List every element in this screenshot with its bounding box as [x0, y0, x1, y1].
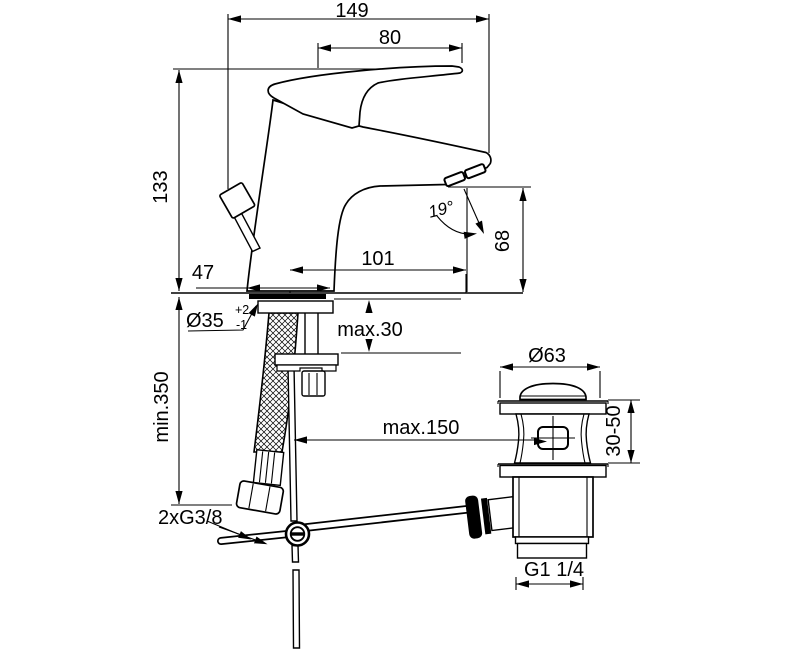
dim-label-outlet-height: 68 [492, 230, 514, 252]
hose-nut [235, 480, 285, 515]
dim-spout-reach: 101 [290, 248, 466, 274]
dim-waste-thread: G1 1/4 [515, 559, 584, 590]
dim-label-max-deck-thickness: max.30 [337, 319, 403, 341]
dim-label-max-rod-offset: max.150 [383, 417, 460, 439]
faucet-body [219, 65, 492, 292]
mounting-hardware [274, 313, 339, 397]
pivot-joint [284, 521, 311, 547]
base-gasket [249, 294, 326, 299]
dim-label-height: 133 [150, 170, 172, 203]
rear-rod-fill [218, 531, 291, 544]
dim-outlet-height: 68 [492, 188, 527, 292]
pop-up-rod [287, 365, 301, 649]
dim-label-base-width: 47 [192, 262, 214, 284]
pop-up-knob [219, 182, 261, 253]
dim-clamp-range: 30-50 [603, 399, 640, 464]
actuator-rod-fill [303, 506, 473, 530]
dim-stream-angle: 19° [426, 188, 484, 239]
ball-joint-socket [465, 495, 519, 539]
waste-upper-body [513, 413, 592, 464]
supply-hose [235, 312, 299, 515]
hose-collar [252, 448, 285, 487]
dim-height: 133 [150, 70, 183, 291]
waste-top-flange [497, 400, 609, 415]
clamp-strip [276, 364, 337, 372]
shank-flange [257, 300, 334, 314]
dim-label-hole-tol-minus: -1 [236, 318, 247, 332]
dim-base-width: 47 [192, 262, 330, 292]
dim-label-min-hose-clearance: min.350 [151, 371, 173, 442]
waste-tailpiece [514, 536, 590, 559]
mounting-washer [274, 353, 339, 366]
dim-max-rod-offset: max.150 [294, 417, 547, 446]
dim-waste-cap-diameter: Ø63 [499, 345, 601, 398]
dim-label-waste-cap-diameter: Ø63 [528, 345, 566, 367]
dim-overall-depth: 149 [228, 0, 489, 23]
dim-label-spout-reach: 101 [361, 248, 394, 270]
dim-label-overall-depth: 149 [335, 0, 368, 22]
dim-handle-length: 80 [318, 27, 462, 52]
dim-supply-thread: 2xG3/8 [158, 507, 268, 545]
dim-label-clamp-range: 30-50 [603, 405, 625, 456]
dim-label-supply-thread: 2xG3/8 [158, 507, 222, 529]
aerator [443, 163, 487, 188]
dim-label-waste-thread: G1 1/4 [524, 559, 584, 581]
pop-up-linkage [217, 495, 519, 547]
waste-plug [519, 382, 587, 401]
dim-label-hole-tol-plus: +2 [235, 303, 249, 317]
dim-label-stream-angle: 19° [426, 197, 456, 222]
dim-max-deck-thickness: max.30 [337, 300, 461, 354]
waste-lower-body [512, 476, 594, 538]
dim-mounting-hole: Ø35 +2 -1 [186, 303, 258, 332]
dim-label-mounting-hole: Ø35 [186, 310, 224, 332]
dim-label-handle-length: 80 [379, 27, 401, 49]
mounting-nut [301, 370, 326, 397]
waste-assembly [497, 382, 609, 559]
lever-handle [267, 65, 464, 129]
dim-min-hose-clearance: min.350 [151, 297, 232, 506]
waste-bottom-flange [497, 463, 609, 478]
